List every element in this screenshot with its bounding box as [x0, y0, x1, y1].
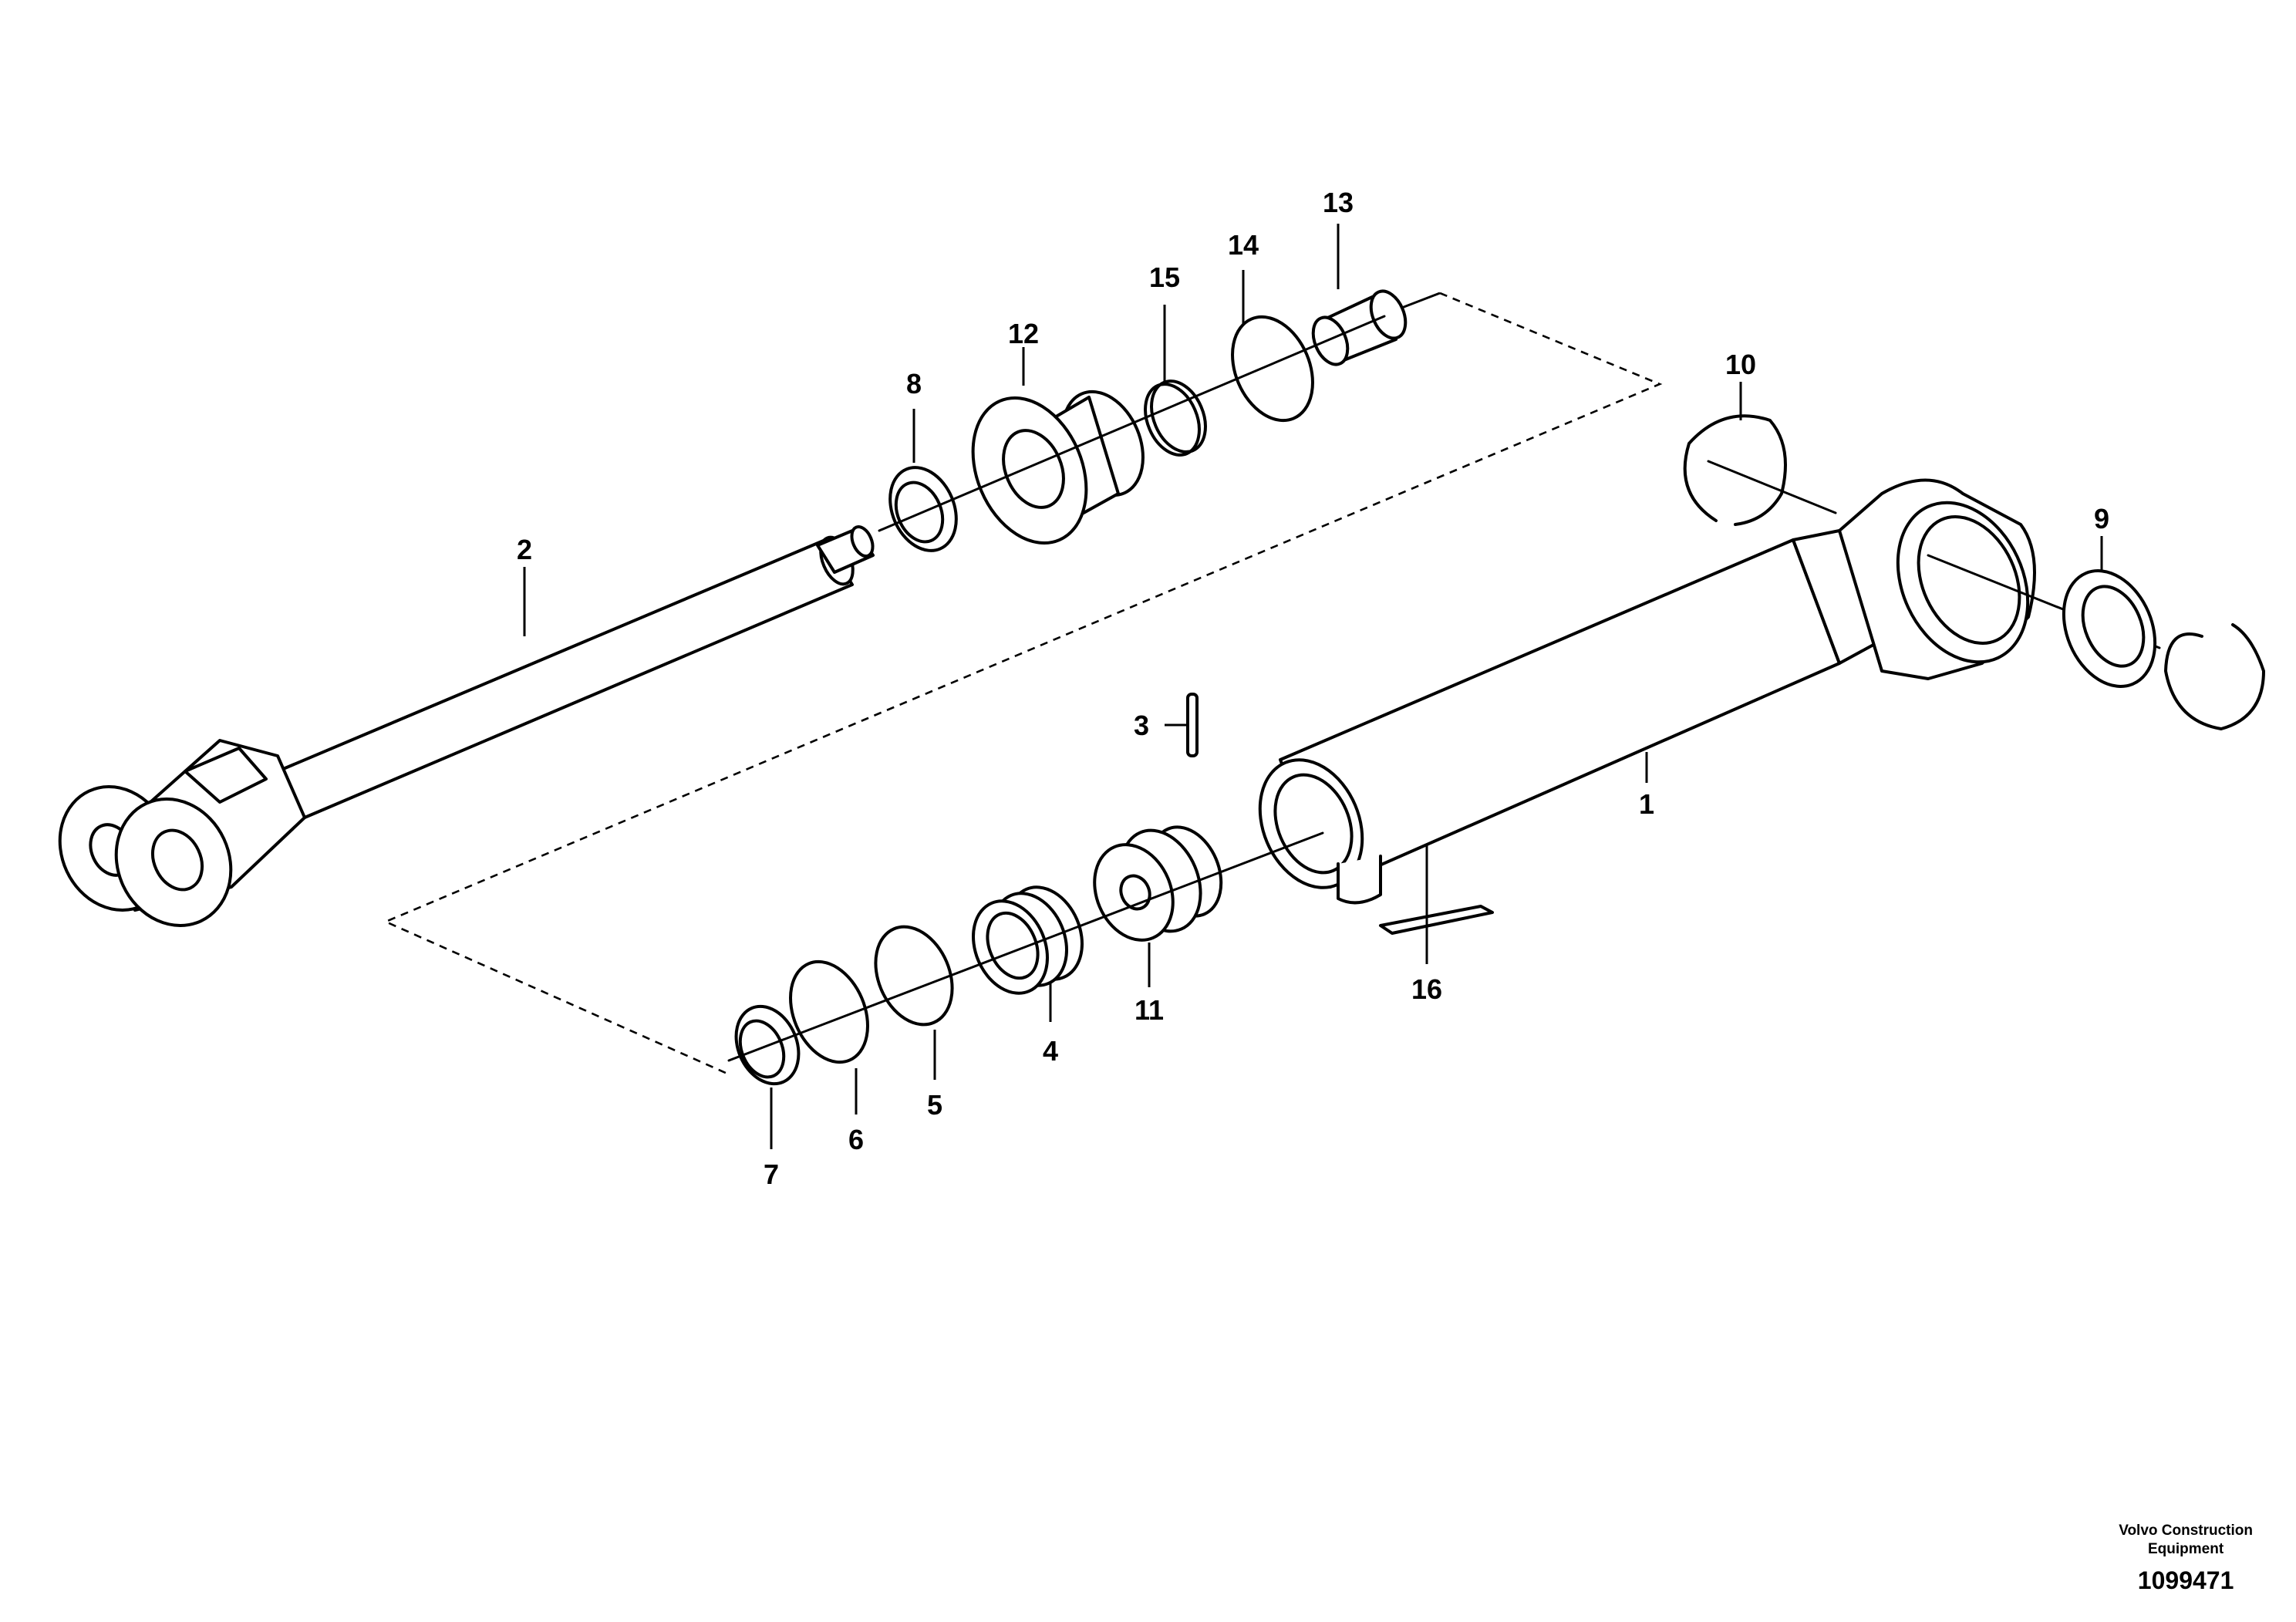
callout-10: 10 — [1725, 349, 1756, 380]
part-8-wiper-ring — [888, 466, 958, 552]
cylinder-tube — [1258, 478, 2036, 905]
part-14-o-ring — [1231, 315, 1314, 423]
callout-2: 2 — [517, 534, 532, 565]
callout-7: 7 — [764, 1158, 779, 1190]
callout-15: 15 — [1149, 261, 1180, 293]
part-10-circlip — [1683, 414, 1787, 526]
callout-11: 11 — [1135, 994, 1164, 1026]
callout-12: 12 — [1008, 318, 1039, 349]
part-16-plate — [1379, 905, 1494, 935]
callout-1: 1 — [1639, 788, 1654, 820]
part-4-piston-seal — [972, 885, 1084, 995]
part-3-pin — [1186, 693, 1199, 757]
part-11-piston — [1093, 825, 1223, 942]
document-number: 1099471 — [2137, 1566, 2234, 1594]
callout-3: 3 — [1134, 710, 1149, 741]
manufacturer-line-2: Equipment — [2148, 1541, 2224, 1557]
part-10-circlip-2 — [2164, 623, 2265, 730]
piston-rod — [58, 525, 875, 927]
callout-8: 8 — [906, 368, 922, 400]
callout-6: 6 — [848, 1124, 864, 1155]
callout-16: 16 — [1411, 973, 1442, 1005]
assembly-guide-dashed — [383, 292, 1663, 1075]
callout-4: 4 — [1043, 1035, 1058, 1067]
manufacturer-line-1: Volvo Construction — [2119, 1523, 2253, 1539]
part-9-bearing — [2062, 569, 2157, 688]
part-15-seal — [1144, 379, 1207, 457]
part-5-ring — [874, 925, 954, 1027]
part-12-gland — [971, 389, 1145, 545]
part-6-ring — [789, 959, 869, 1064]
callout-9: 9 — [2094, 503, 2109, 534]
callout-13: 13 — [1323, 187, 1354, 218]
callout-5: 5 — [927, 1089, 942, 1121]
footer-block: Volvo Construction Equipment 1099471 — [2119, 1522, 2253, 1597]
callout-14: 14 — [1228, 229, 1259, 261]
